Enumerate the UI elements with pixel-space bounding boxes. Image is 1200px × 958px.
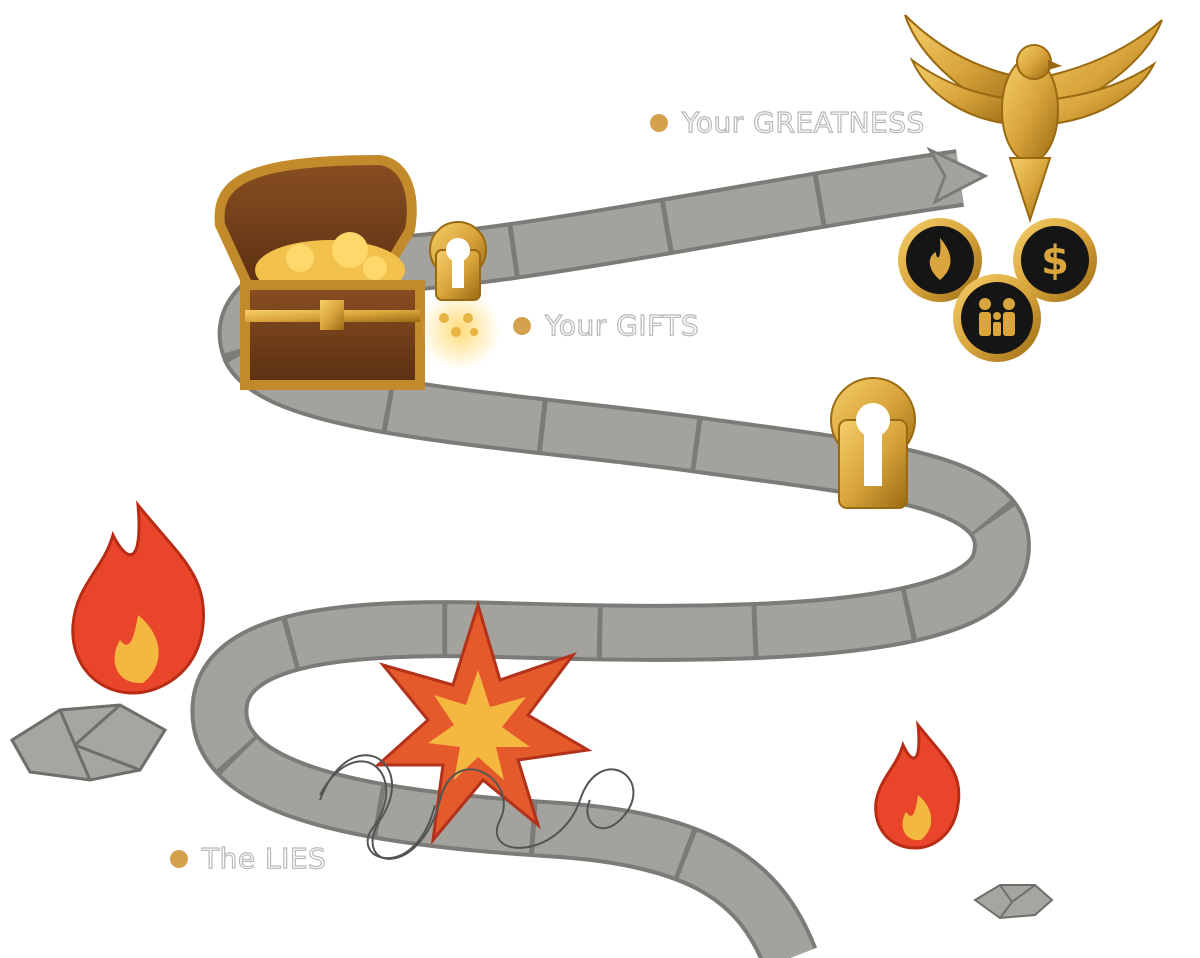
lies-text: The LIES xyxy=(202,842,326,875)
fire-icon xyxy=(876,725,959,848)
bullet-dot xyxy=(170,850,188,868)
cracked-rocks-icon xyxy=(975,885,1052,918)
gifts-text: Your GIFTS xyxy=(545,309,699,342)
fire-icon xyxy=(73,505,204,693)
svg-text:$: $ xyxy=(1041,238,1069,284)
greatness-text: Your GREATNESS xyxy=(682,106,925,139)
bullet-dot xyxy=(513,317,531,335)
keyhole-icon xyxy=(831,378,915,508)
keyhole-icon xyxy=(430,222,486,300)
treasure-chest-icon xyxy=(220,160,420,385)
label-lies: The LIES xyxy=(170,842,326,875)
label-gifts: Your GIFTS xyxy=(513,309,699,342)
label-greatness: Your GREATNESS xyxy=(650,106,925,139)
bullet-dot xyxy=(650,114,668,132)
cracked-rocks-icon xyxy=(12,705,165,780)
family-coin-icon xyxy=(953,274,1041,362)
